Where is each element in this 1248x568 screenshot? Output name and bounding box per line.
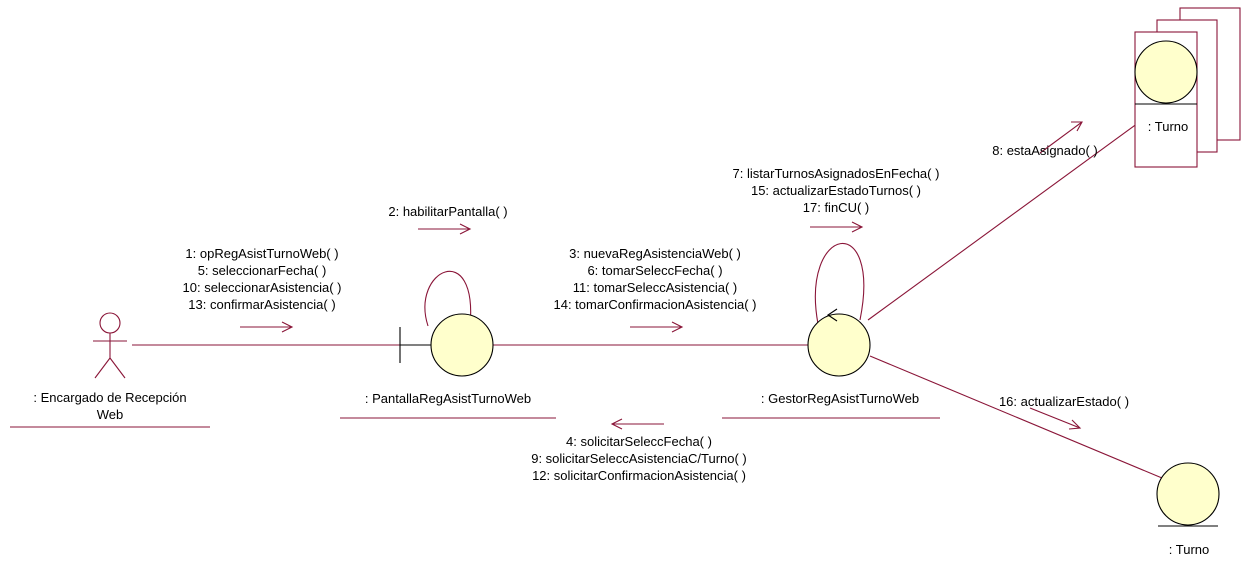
arrow-actor-to-boundary	[240, 321, 294, 333]
messages-control-to-multi: 8: estaAsignado( )	[992, 143, 1098, 158]
arrow-boundary-to-control	[630, 321, 684, 333]
stick-figure-actor-icon	[93, 312, 127, 379]
arrow-control-to-entity	[1029, 407, 1082, 430]
message-label: 14: tomarConfirmacionAsistencia( )	[553, 297, 756, 312]
messages-control-to-boundary: 4: solicitarSeleccFecha( ) 9: solicitarS…	[531, 434, 747, 483]
message-label: 4: solicitarSeleccFecha( )	[566, 434, 712, 449]
boundary-label: : PantallaRegAsistTurnoWeb	[365, 391, 531, 406]
message-label: 1: opRegAsistTurnoWeb( )	[185, 246, 338, 261]
message-label: 16: actualizarEstado( )	[999, 394, 1129, 409]
message-label: 15: actualizarEstadoTurnos( )	[751, 183, 921, 198]
link-control-turno	[869, 355, 1163, 479]
arrow-control-to-boundary	[610, 418, 664, 430]
entity-multiobject-icon	[1134, 7, 1241, 168]
message-label: 8: estaAsignado( )	[992, 143, 1098, 158]
message-label: 6: tomarSeleccFecha( )	[587, 263, 722, 278]
messages-control-self: 7: listarTurnosAsignadosEnFecha( ) 15: a…	[733, 166, 940, 215]
message-label: 9: solicitarSeleccAsistenciaC/Turno( )	[531, 451, 747, 466]
arrow-control-self	[810, 221, 864, 233]
message-label: 11: tomarSeleccAsistencia( )	[573, 280, 738, 295]
message-label: 13: confirmarAsistencia( )	[188, 297, 335, 312]
entity-multi-label: : Turno	[1148, 119, 1188, 134]
message-label: 7: listarTurnosAsignadosEnFecha( )	[733, 166, 940, 181]
arrow-boundary-self	[418, 223, 472, 235]
entity-icon	[1156, 462, 1220, 527]
boundary-icon	[399, 313, 494, 377]
control-label: : GestorRegAsistTurnoWeb	[761, 391, 919, 406]
messages-control-to-entity: 16: actualizarEstado( )	[999, 394, 1129, 409]
message-label: 2: habilitarPantalla( )	[388, 204, 507, 219]
self-link-boundary	[424, 270, 472, 327]
messages-boundary-to-control: 3: nuevaRegAsistenciaWeb( ) 6: tomarSele…	[553, 246, 756, 312]
control-icon	[807, 308, 871, 377]
messages-actor-to-boundary: 1: opRegAsistTurnoWeb( ) 5: seleccionarF…	[183, 246, 342, 312]
entity-label: : Turno	[1169, 542, 1209, 557]
message-label: 12: solicitarConfirmacionAsistencia( )	[532, 468, 746, 483]
arrow-control-to-multi	[1039, 121, 1083, 154]
message-label: 10: seleccionarAsistencia( )	[183, 280, 342, 295]
actor-label-line1: : Encargado de Recepción	[33, 390, 186, 405]
self-link-control	[814, 243, 865, 325]
message-label: 5: seleccionarFecha( )	[198, 263, 327, 278]
messages-boundary-self: 2: habilitarPantalla( )	[388, 204, 507, 219]
message-label: 3: nuevaRegAsistenciaWeb( )	[569, 246, 741, 261]
message-label: 17: finCU( )	[803, 200, 869, 215]
link-control-turno-multi	[867, 106, 1161, 321]
actor-label-line2: Web	[97, 407, 124, 422]
